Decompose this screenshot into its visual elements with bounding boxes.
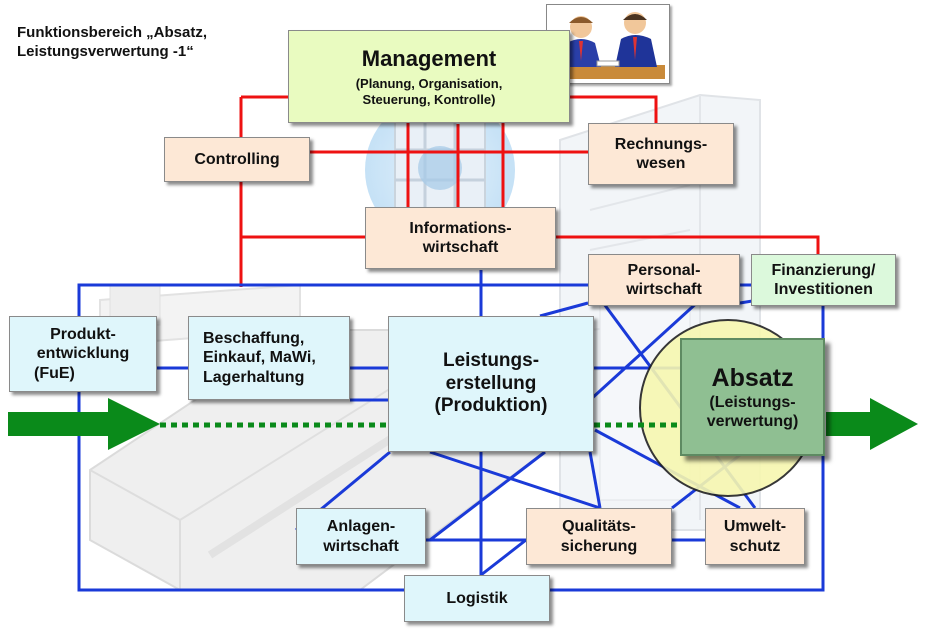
beschaffung-line-3: Lagerhaltung [203, 368, 305, 386]
red-connection-lines [239, 95, 820, 287]
controlling-box: Controlling [164, 137, 310, 182]
finanzierung-line-1: Finanzierung/ [771, 261, 876, 279]
anlagenwirtschaft-box: Anlagen- wirtschaft [296, 508, 426, 565]
produktentwicklung-line-2: entwicklung [36, 345, 130, 363]
rechnungswesen-line-2: wesen [636, 155, 686, 172]
finanzierung-box: Finanzierung/ Investitionen [751, 254, 896, 306]
management-subtitle-2: Steuerung, Kontrolle) [362, 91, 496, 107]
beschaffung-line-2: Einkauf, MaWi, [203, 349, 316, 367]
business-meeting-icon [546, 4, 670, 84]
management-box: Management (Planung, Organisation, Steue… [288, 30, 570, 123]
absatz-title: Absatz [711, 363, 794, 392]
title-line-2: Leistungsverwertung -1“ [17, 42, 194, 60]
informationswirtschaft-line-2: wirtschaft [422, 239, 499, 256]
title-line-1: Funktionsbereich „Absatz, [17, 24, 208, 41]
management-subtitle-1: (Planung, Organisation, [355, 76, 503, 92]
page-title: Funktionsbereich „Absatz, Leistungsverwe… [17, 24, 207, 62]
qualitaetssicherung-line-1: Qualitäts- [562, 518, 636, 536]
qualitaetssicherung-box: Qualitäts- sicherung [526, 508, 672, 565]
leistungserstellung-line-1: Leistungs- [442, 349, 540, 371]
absatz-subtitle-2: verwertung) [706, 413, 799, 430]
personalwirtschaft-line-2: wirtschaft [626, 281, 702, 298]
qualitaetssicherung-line-2: sicherung [560, 537, 638, 555]
input-green-arrow [8, 398, 160, 450]
absatz-box: Absatz (Leistungs- verwertung) [680, 338, 825, 456]
beschaffung-line-1: Beschaffung, [203, 330, 305, 348]
management-title: Management [361, 45, 497, 71]
umweltschutz-line-1: Umwelt- [723, 518, 787, 536]
logistik-box: Logistik [404, 575, 550, 622]
personalwirtschaft-line-1: Personal- [627, 261, 701, 279]
logistik-label: Logistik [446, 589, 508, 607]
anlagenwirtschaft-line-2: wirtschaft [323, 537, 399, 555]
output-green-arrow [826, 398, 918, 450]
absatz-subtitle-1: (Leistungs- [709, 393, 796, 411]
leistungserstellung-line-3: (Produktion) [434, 395, 548, 417]
umweltschutz-line-2: schutz [729, 537, 781, 555]
rechnungswesen-line-1: Rechnungs- [614, 135, 708, 153]
umweltschutz-box: Umwelt- schutz [705, 508, 805, 565]
anlagenwirtschaft-line-1: Anlagen- [326, 518, 396, 536]
leistungserstellung-box: Leistungs- erstellung (Produktion) [388, 316, 594, 452]
informationswirtschaft-box: Informations- wirtschaft [365, 207, 556, 269]
produktentwicklung-box: Produkt- entwicklung (FuE) [9, 316, 157, 392]
rechnungswesen-box: Rechnungs- wesen [588, 123, 734, 185]
controlling-label: Controlling [194, 150, 280, 168]
finanzierung-line-2: Investitionen [774, 281, 873, 298]
personalwirtschaft-box: Personal- wirtschaft [588, 254, 740, 306]
produktentwicklung-line-3: (FuE) [34, 364, 75, 382]
beschaffung-box: Beschaffung, Einkauf, MaWi, Lagerhaltung [188, 316, 350, 400]
produktentwicklung-line-1: Produkt- [50, 326, 116, 344]
leistungserstellung-line-2: erstellung [445, 372, 537, 394]
informationswirtschaft-line-1: Informations- [409, 219, 512, 237]
